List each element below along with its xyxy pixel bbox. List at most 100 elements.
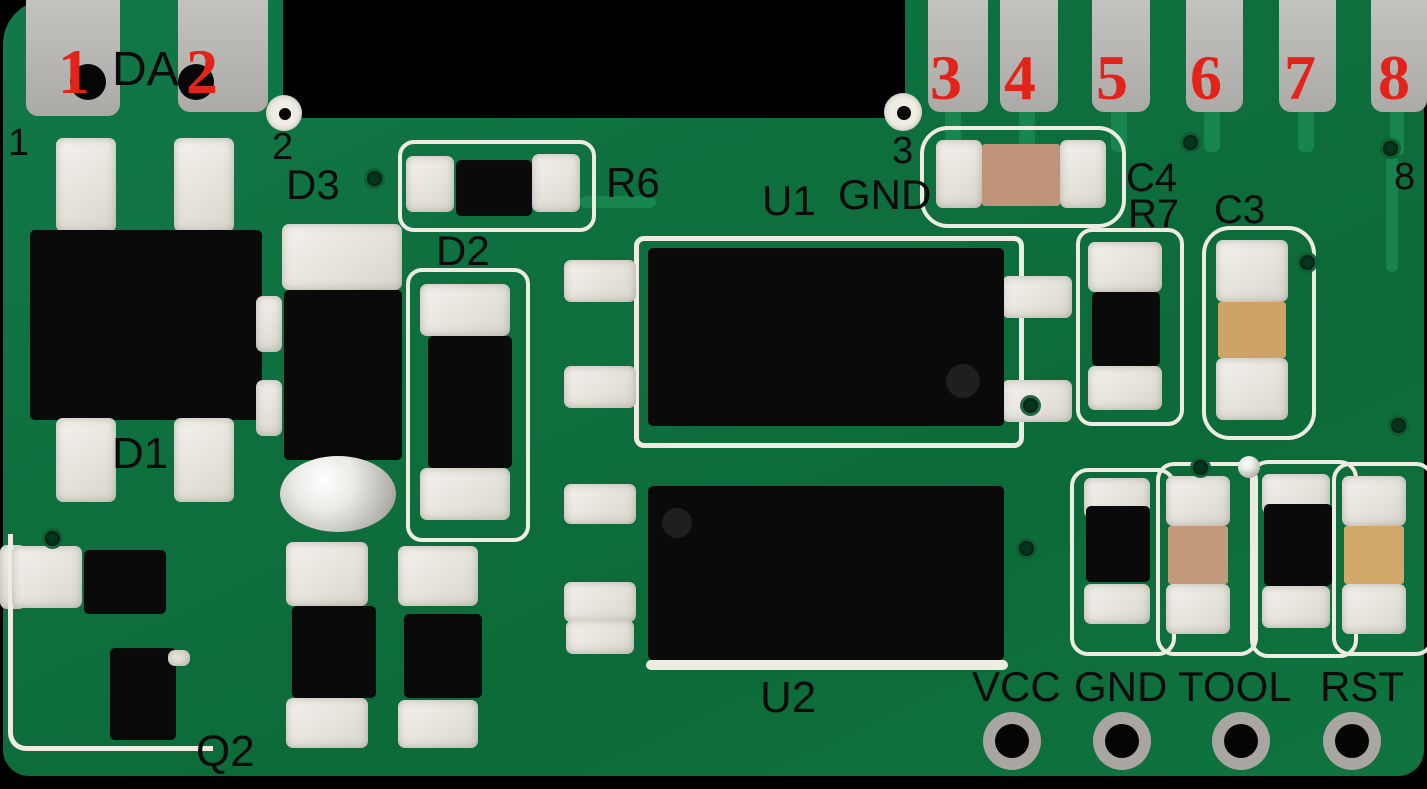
edge-pad-5 — [1092, 0, 1150, 112]
label-gnd-bottom: GND — [1074, 663, 1168, 710]
label-rst: RST — [1320, 663, 1404, 710]
via — [1019, 541, 1034, 556]
label-r7: R7 — [1128, 192, 1180, 236]
component-r6-body — [456, 160, 532, 216]
via — [367, 171, 382, 186]
solder-pad — [420, 284, 510, 336]
silkscreen-line-u2 — [646, 660, 1008, 670]
solder-pad — [282, 224, 402, 290]
label-u1: U1 — [762, 177, 816, 224]
pin-number-2: 2 — [186, 36, 218, 107]
component-c4-body — [982, 144, 1060, 206]
notch-right-hole — [897, 106, 911, 120]
silkscreen-outline-u1 — [634, 236, 1024, 448]
pin-number-7: 7 — [1284, 42, 1316, 113]
solder-pad — [174, 138, 234, 232]
solder-pad — [168, 650, 190, 666]
component-c3-body — [1218, 302, 1286, 358]
component-q2-tab — [110, 648, 176, 740]
solder-pad — [1216, 358, 1288, 420]
label-tool: TOOL — [1178, 663, 1292, 710]
u2-pin1-dot — [662, 508, 692, 538]
tool-hole — [1212, 712, 1270, 770]
pin-number-4: 4 — [1004, 42, 1036, 113]
component-d3-body — [284, 290, 402, 460]
solder-pad — [564, 582, 636, 622]
capacitor-body — [1344, 526, 1404, 584]
via — [1193, 460, 1208, 475]
solder-pad — [1216, 240, 1288, 302]
solder-pad — [564, 260, 636, 302]
solder-pad — [256, 380, 282, 436]
solder-pad — [256, 296, 282, 352]
solder-pad — [1342, 584, 1406, 634]
solder-pad — [1002, 276, 1072, 318]
label-u2: U2 — [760, 673, 817, 722]
label-gnd-top: GND — [838, 171, 932, 218]
label-da: DA — [112, 43, 179, 96]
capacitor-body — [1168, 526, 1228, 584]
via — [1300, 255, 1315, 270]
pin-number-3: 3 — [930, 42, 962, 113]
trace — [1204, 108, 1220, 152]
component-d2-body — [428, 336, 512, 468]
solder-pad — [1166, 476, 1230, 526]
component-body — [292, 606, 376, 698]
silkscreen-outline-r6 — [398, 140, 596, 232]
silkscreen-outline-r7 — [1076, 228, 1184, 426]
solder-pad — [564, 484, 636, 524]
component-r7-body — [1092, 292, 1160, 366]
solder-pad — [174, 418, 234, 502]
edge-pad-7 — [1279, 0, 1336, 112]
label-q2: Q2 — [196, 727, 255, 776]
component-d1-body — [30, 230, 262, 420]
solder-ball — [1238, 456, 1260, 478]
solder-pad — [398, 546, 478, 606]
edge-pad-4 — [1000, 0, 1058, 112]
label-d1: D1 — [112, 429, 169, 478]
edge-pad-3 — [928, 0, 988, 112]
u1-pin1-dot — [946, 364, 980, 398]
pad2-hole — [178, 64, 214, 100]
solder-pad — [286, 698, 368, 748]
solder-blob — [280, 456, 396, 532]
component-body — [1086, 506, 1150, 582]
label-d2: D2 — [436, 227, 490, 274]
label-c4: C4 — [1126, 156, 1178, 200]
component-body — [1264, 504, 1332, 586]
solder-pad — [1262, 586, 1330, 628]
solder-pad — [564, 366, 636, 408]
silkscreen-outline-c3 — [1202, 226, 1316, 440]
component-u2-body — [648, 486, 1004, 660]
label-d3: D3 — [286, 161, 340, 208]
gnd-hole — [1093, 712, 1151, 770]
solder-pad — [286, 542, 368, 606]
solder-pad — [532, 154, 580, 212]
silkscreen-outline-c4 — [920, 126, 1126, 228]
via — [1183, 135, 1198, 150]
pin-number-1: 1 — [58, 36, 90, 107]
component-body — [404, 614, 482, 698]
solder-pad — [420, 468, 510, 520]
pin-number-6: 6 — [1190, 42, 1222, 113]
via — [1023, 398, 1038, 413]
solder-pad — [1342, 476, 1406, 526]
pin-number-5: 5 — [1096, 42, 1128, 113]
label-vcc: VCC — [972, 663, 1061, 710]
solder-pad — [56, 418, 116, 502]
via — [1391, 418, 1406, 433]
solder-pad — [1166, 584, 1230, 634]
trace — [580, 196, 656, 208]
trace — [1019, 108, 1035, 152]
edge-pad-1 — [26, 0, 120, 116]
trace — [1386, 156, 1398, 272]
solder-pad — [1088, 366, 1162, 410]
edge-pad-6 — [1186, 0, 1243, 112]
component-u1-body — [648, 248, 1004, 426]
hole — [1105, 724, 1139, 758]
solder-pad — [12, 546, 82, 608]
label-pad3: 3 — [892, 130, 914, 172]
solder-pad — [566, 620, 634, 654]
label-pad2: 2 — [272, 126, 294, 168]
